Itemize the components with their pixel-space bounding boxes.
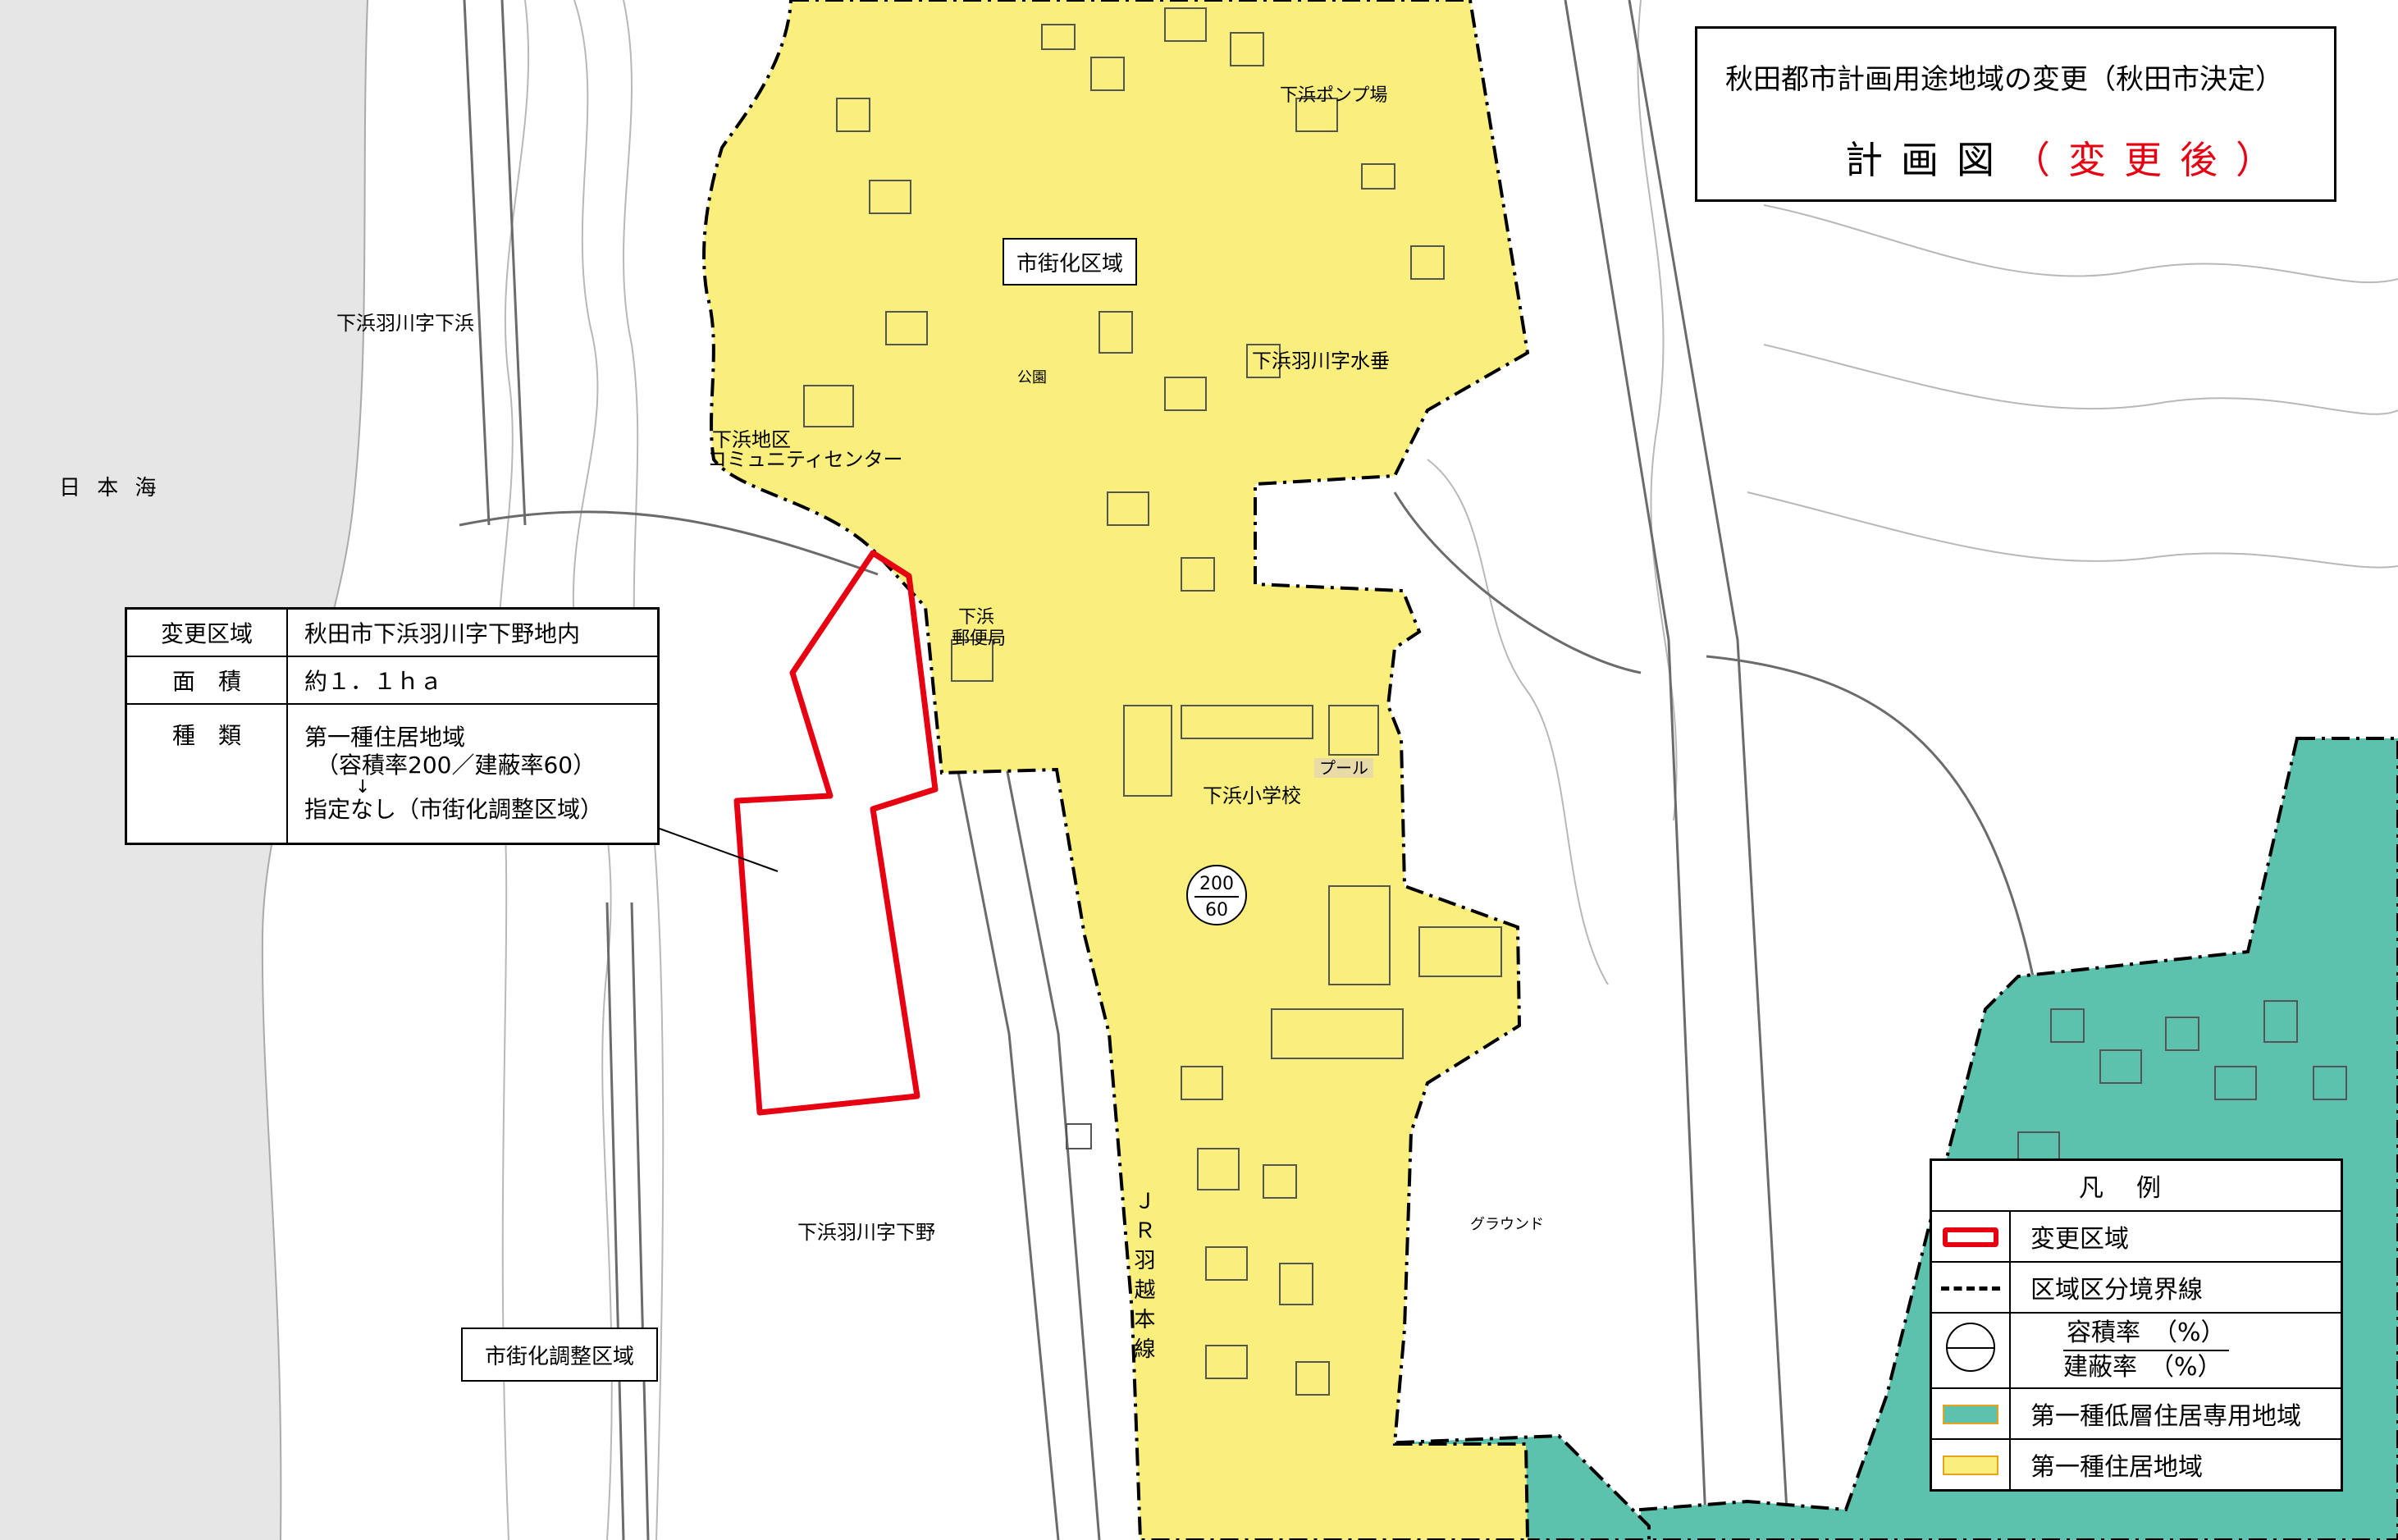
label-post-office-1: 下浜 — [958, 607, 995, 628]
legend-symbol — [1930, 1261, 2011, 1314]
low-rise-residential-swatch — [1943, 1405, 1998, 1424]
ratio-coverage: 60 — [1205, 900, 1228, 921]
change-info-key: 面 積 — [125, 655, 288, 705]
legend-symbol — [1930, 1438, 2011, 1492]
plan-subtitle: 計画図（変更後） — [1845, 130, 2291, 185]
kind-after: 指定なし（市街化調整区域） — [304, 795, 604, 823]
label-pool: プール — [1314, 758, 1373, 778]
label-urban-control-area: 市街化調整区域 — [461, 1328, 658, 1382]
legend-symbol — [1930, 1210, 2011, 1263]
ratio-mark: 200 60 — [1186, 865, 1247, 925]
label-pump-station: 下浜ポンプ場 — [1280, 85, 1388, 106]
plan-title: 秋田都市計画用途地域の変更（秋田市決定） — [1725, 63, 2283, 96]
label-suitare: 下浜羽川字水垂 — [1252, 350, 1390, 372]
kind-arrow: ↓ — [355, 776, 371, 797]
legend-label: 変更区域 — [2009, 1210, 2343, 1263]
label-railway: ＪＲ羽越本線 — [1130, 1190, 1155, 1367]
label-post-office-2: 郵便局 — [952, 628, 1007, 649]
change-info-value: 秋田市下浜羽川字下野地内 — [286, 607, 660, 657]
legend: 凡例 変更区域 区域区分境界線 容積率 （%） 建蔽率 （%） 第一種低層住居専… — [1930, 1158, 2343, 1492]
legend-label-ratio: 容積率 （%） 建蔽率 （%） — [2009, 1312, 2343, 1389]
legend-title: 凡例 — [1930, 1158, 2343, 1212]
label-community-center-2: コミュニティセンター — [707, 448, 903, 471]
after-change-label: （変更後） — [2012, 138, 2291, 182]
change-info-key: 種 類 — [125, 702, 288, 845]
legend-item: 第一種住居地域 — [1930, 1438, 2343, 1492]
label-community-center-1: 下浜地区 — [712, 428, 791, 451]
legend-label: 第一種低層住居専用地域 — [2009, 1387, 2343, 1440]
building-footprints — [803, 7, 2347, 1396]
change-info-row: 種 類 第一種住居地域 （容積率200／建蔽率60） ↓ 指定なし（市街化調整区… — [125, 702, 660, 845]
residential-zone — [702, 0, 1530, 1540]
legend-symbol — [1930, 1312, 2011, 1389]
ratio-floor-area: 200 — [1199, 874, 1234, 894]
legend-item: 変更区域 — [1930, 1210, 2343, 1263]
label-school: 下浜小学校 — [1203, 784, 1301, 807]
change-info-row: 変更区域 秋田市下浜羽川字下野地内 — [125, 607, 660, 657]
change-info-row: 面 積 約１．１ｈａ — [125, 655, 660, 705]
legend-item: 第一種低層住居専用地域 — [1930, 1387, 2343, 1440]
change-area-swatch — [1943, 1227, 1998, 1247]
info-leader-line — [659, 828, 779, 872]
plan-subtitle-text: 計画図 — [1845, 138, 2012, 182]
change-info-value: 約１．１ｈａ — [286, 655, 660, 705]
change-area-outline[interactable] — [733, 550, 939, 1116]
change-info-kind: 第一種住居地域 （容積率200／建蔽率60） ↓ 指定なし（市街化調整区域） — [286, 702, 660, 845]
legend-header: 凡例 — [1930, 1158, 2343, 1212]
legend-floor-area-ratio: 容積率 （%） — [2063, 1317, 2229, 1351]
residential-swatch — [1943, 1455, 1998, 1475]
label-park: 公園 — [1017, 369, 1047, 386]
kind-before: 第一種住居地域 — [304, 723, 466, 751]
title-box: 秋田都市計画用途地域の変更（秋田市決定） 計画図（変更後） — [1695, 26, 2336, 202]
legend-coverage-ratio: 建蔽率 （%） — [2063, 1353, 2222, 1382]
change-info-key: 変更区域 — [125, 607, 288, 657]
label-aza-shimono: 下浜羽川字下野 — [797, 1221, 935, 1244]
label-urban-area: 市街化区域 — [1003, 238, 1137, 286]
legend-label: 区域区分境界線 — [2009, 1261, 2343, 1314]
ratio-divider — [1194, 896, 1239, 898]
legend-item: 区域区分境界線 — [1930, 1261, 2343, 1314]
boundary-line-swatch — [1941, 1286, 2000, 1291]
change-info-table: 変更区域 秋田市下浜羽川字下野地内 面 積 約１．１ｈａ 種 類 第一種住居地域… — [125, 607, 660, 845]
label-ground: グラウンド — [1470, 1216, 1544, 1233]
kind-before-ratio: （容積率200／建蔽率60） — [316, 751, 596, 779]
legend-symbol — [1930, 1387, 2011, 1440]
legend-item: 容積率 （%） 建蔽率 （%） — [1930, 1312, 2343, 1389]
ratio-circle-icon — [1946, 1323, 1995, 1372]
label-aza-shimohama: 下浜羽川字下浜 — [336, 312, 474, 335]
label-sea: 日 本 海 — [59, 476, 162, 500]
legend-label: 第一種住居地域 — [2009, 1438, 2343, 1492]
